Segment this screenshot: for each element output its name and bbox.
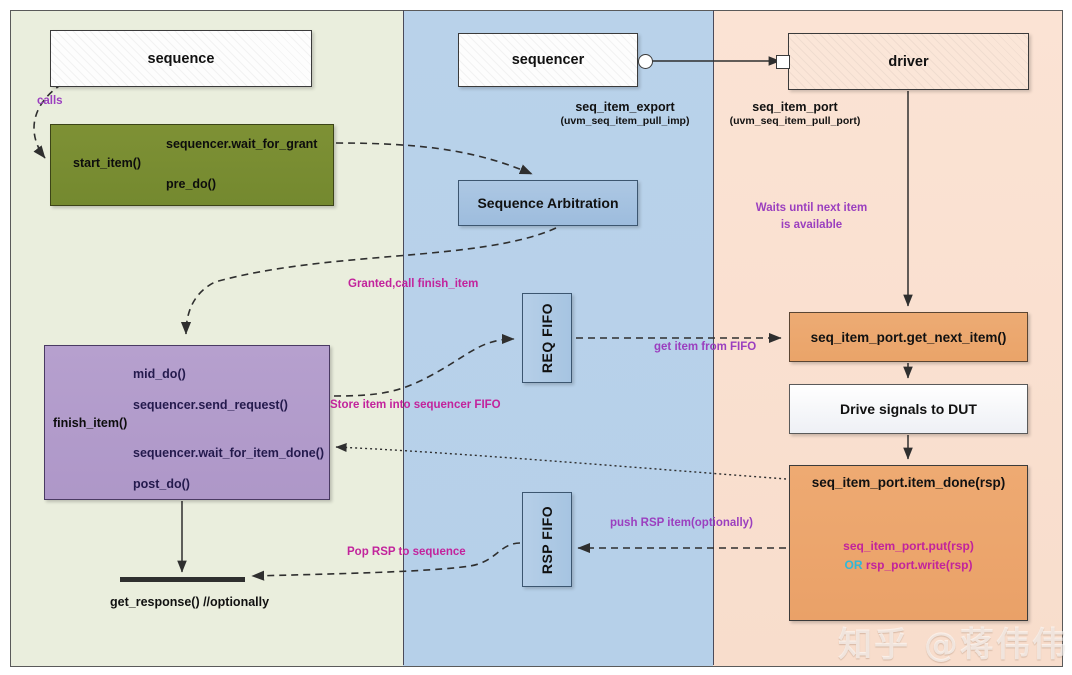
rsp-fifo-label: RSP FIFO [539, 505, 555, 574]
panel-divider-left [403, 10, 404, 665]
wait-for-item-done-label: sequencer.wait_for_item_done() [133, 446, 325, 460]
driver-box[interactable]: driver [788, 33, 1029, 90]
sequence-box[interactable]: sequence [50, 30, 312, 87]
driver-box-label: driver [888, 53, 929, 70]
get-next-item-box[interactable]: seq_item_port.get_next_item() [789, 312, 1028, 362]
annotation-calls: calls [37, 95, 63, 107]
seq-item-export-label: seq_item_export (uvm_seq_item_pull_imp) [505, 100, 745, 127]
seq-item-export-type: (uvm_seq_item_pull_imp) [560, 115, 690, 127]
post-do-label: post_do() [133, 477, 190, 491]
rsp-fifo-box[interactable]: RSP FIFO [522, 492, 572, 587]
finish-item-box[interactable]: finish_item() mid_do() sequencer.send_re… [44, 345, 330, 500]
seq-item-port-label: seq_item_port (uvm_seq_item_pull_port) [690, 100, 900, 127]
start-item-label: start_item() [73, 156, 142, 170]
seq-item-port-type: (uvm_seq_item_pull_port) [729, 115, 861, 127]
send-request-label: sequencer.send_request() [133, 398, 288, 412]
sequence-arbitration-label: Sequence Arbitration [477, 195, 619, 211]
sequencer-box-label: sequencer [511, 52, 585, 68]
annotation-waits-line2: is available [780, 218, 843, 231]
get-response-bar [120, 577, 245, 582]
sequence-panel [10, 10, 404, 667]
item-done-box[interactable]: seq_item_port.item_done(rsp) seq_item_po… [789, 465, 1028, 621]
seq-item-port-icon [776, 55, 790, 69]
seq-item-export-port-icon [638, 54, 653, 69]
get-response-label: get_response() //optionally [110, 595, 270, 609]
mid-do-label: mid_do() [133, 367, 186, 381]
write-rsp-label: rsp_port.write(rsp) [865, 558, 973, 572]
finish-item-label: finish_item() [53, 416, 128, 430]
sequence-box-label: sequence [147, 50, 215, 67]
drive-signals-label: Drive signals to DUT [840, 401, 977, 417]
sequencer-box[interactable]: sequencer [458, 33, 638, 87]
or-keyword: OR [844, 558, 863, 572]
sequence-arbitration-box[interactable]: Sequence Arbitration [458, 180, 638, 226]
annotation-waits: Waits until next item is available [744, 200, 879, 233]
pre-do-label: pre_do() [166, 177, 216, 191]
put-rsp-label: seq_item_port.put(rsp) [843, 539, 974, 553]
annotation-waits-line1: Waits until next item [755, 202, 868, 214]
start-item-box[interactable]: start_item() sequencer.wait_for_grant pr… [50, 124, 334, 206]
req-fifo-label: REQ FIFO [539, 302, 555, 374]
drive-signals-box[interactable]: Drive signals to DUT [789, 384, 1028, 434]
annotation-pop-rsp: Pop RSP to sequence [347, 546, 466, 558]
or-write-rsp-label: OR rsp_port.write(rsp) [790, 558, 1027, 572]
annotation-get-item: get item from FIFO [654, 341, 757, 353]
req-fifo-box[interactable]: REQ FIFO [522, 293, 572, 383]
annotation-granted: Granted,call finish_item [348, 278, 479, 290]
watermark: 知乎 @蒋伟伟 [838, 625, 1068, 665]
get-next-item-label: seq_item_port.get_next_item() [810, 329, 1007, 345]
wait-for-grant-label: sequencer.wait_for_grant [166, 137, 318, 151]
seq-item-port-name: seq_item_port [752, 100, 838, 114]
seq-item-export-name: seq_item_export [575, 100, 675, 114]
annotation-push-rsp: push RSP item(optionally) [610, 517, 753, 529]
annotation-store-item: Store item into sequencer FIFO [330, 399, 501, 411]
item-done-label: seq_item_port.item_done(rsp) [811, 475, 1006, 490]
